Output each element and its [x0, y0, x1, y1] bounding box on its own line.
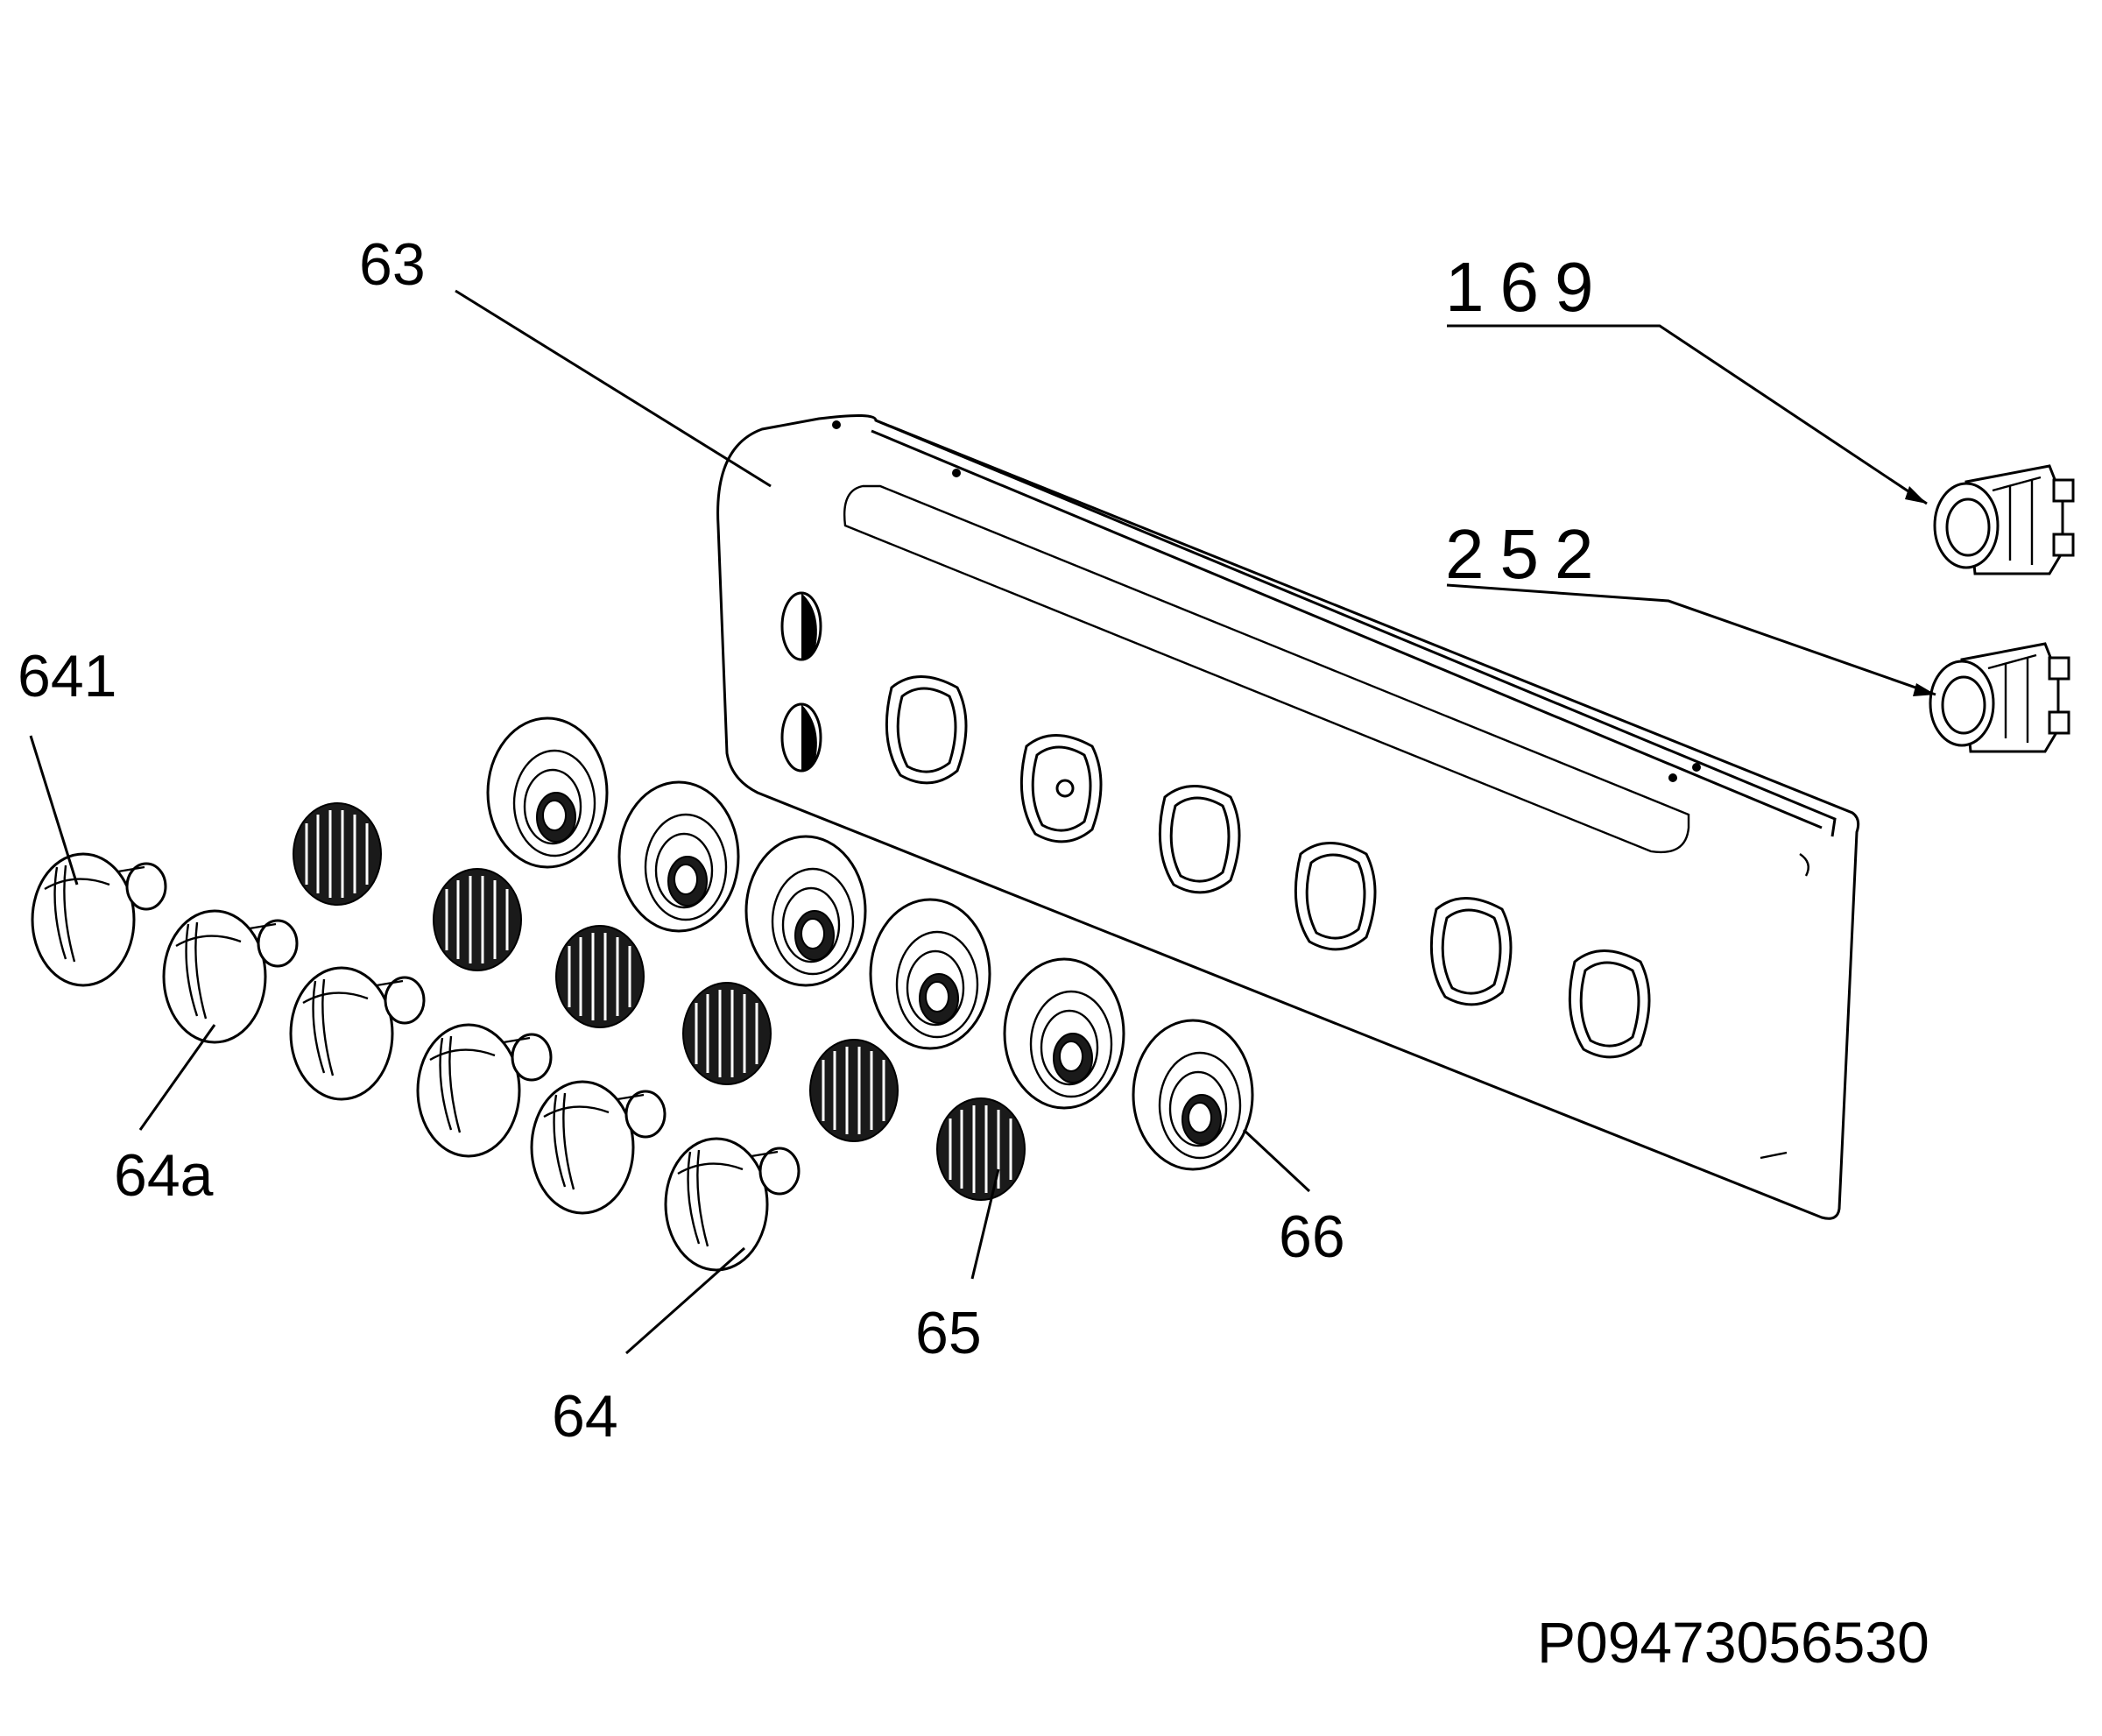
knob-64a — [162, 909, 299, 1044]
spring — [808, 1038, 899, 1143]
spring — [554, 924, 645, 1029]
bezel — [869, 898, 991, 1050]
label-65: 65 — [915, 1300, 982, 1366]
lamp-169 — [1933, 464, 2075, 575]
label-169: 169 — [1445, 248, 1609, 326]
knob — [416, 1023, 553, 1158]
knob-641 — [31, 852, 167, 987]
label-64: 64 — [552, 1383, 618, 1450]
label-63: 63 — [359, 231, 426, 298]
lamp-252 — [1929, 642, 2070, 753]
knob-64 — [664, 1137, 801, 1272]
bezel — [1003, 957, 1125, 1110]
label-641: 641 — [18, 643, 116, 709]
spring — [935, 1097, 1026, 1202]
drawing-code: P09473056530 — [1537, 1610, 1929, 1675]
bezel — [744, 835, 867, 987]
bezel — [486, 716, 609, 869]
spring — [292, 801, 383, 907]
control-panel — [716, 413, 1860, 1220]
label-252: 252 — [1445, 515, 1609, 593]
knob — [530, 1080, 667, 1215]
leader-lines — [29, 289, 1936, 1355]
bezel — [617, 780, 740, 933]
spring — [681, 981, 772, 1086]
label-64a: 64a — [114, 1142, 214, 1209]
knob — [289, 966, 426, 1101]
bezel — [1132, 1019, 1254, 1171]
spring — [432, 867, 523, 972]
label-66: 66 — [1279, 1203, 1345, 1270]
